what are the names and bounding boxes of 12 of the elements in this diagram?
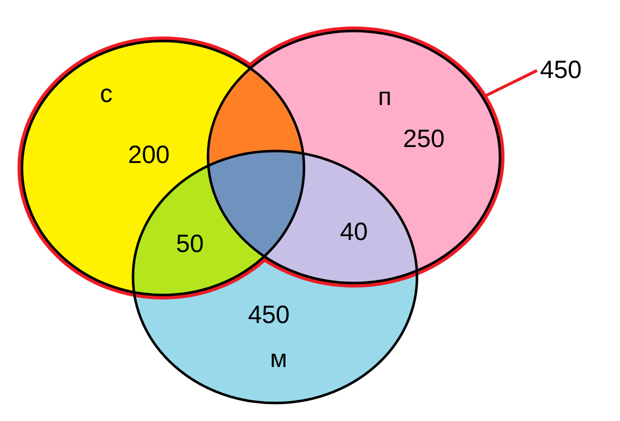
count-label: 50 bbox=[176, 232, 204, 257]
count-label: 200 bbox=[128, 143, 170, 168]
set-ellipse bbox=[207, 30, 501, 284]
count-label: 40 bbox=[340, 220, 368, 245]
set-ellipse bbox=[21, 40, 305, 296]
total-label: 450 bbox=[540, 58, 582, 83]
count-label: 250 bbox=[403, 127, 445, 152]
set-letter: с bbox=[100, 82, 112, 107]
set-letter: м bbox=[270, 347, 288, 372]
set-letter: п bbox=[378, 85, 392, 110]
count-label: 450 bbox=[248, 303, 290, 328]
leader-line bbox=[484, 69, 538, 98]
